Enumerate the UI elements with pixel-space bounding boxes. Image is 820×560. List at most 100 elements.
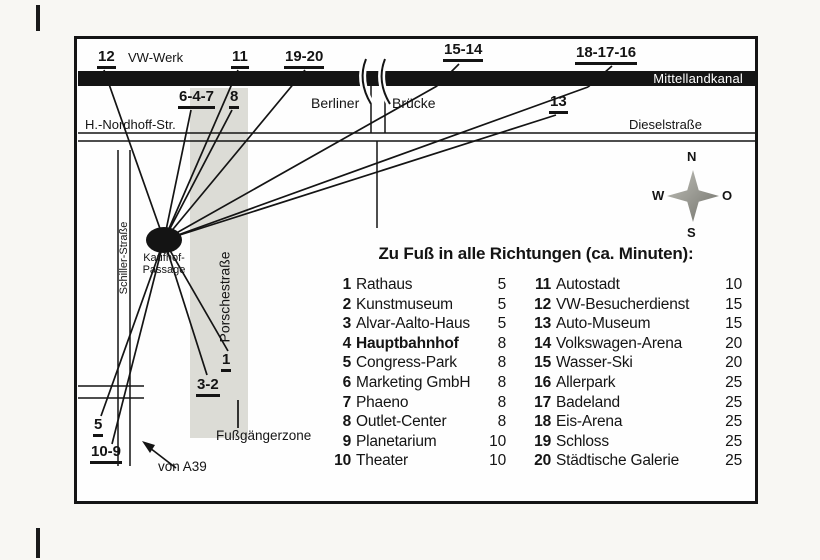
legend-name: Hauptbahnhof (356, 334, 459, 352)
legend-min: 5 (497, 315, 507, 333)
legend-min: 8 (497, 373, 507, 391)
legend-name: Auto-Museum (556, 315, 651, 333)
kaufhof-line2: Passage (142, 264, 186, 276)
marker-15-14: 15-14 (443, 41, 484, 62)
marker-5: 5 (93, 416, 104, 437)
marker-18-17-16: 18-17-16 (575, 44, 638, 65)
legend-name: Badeland (556, 393, 620, 411)
legend-title: Zu Fuß in alle Richtungen (ca. Minuten): (378, 244, 694, 263)
legend-min: 25 (725, 393, 742, 411)
compass-south: S (687, 225, 696, 240)
legend-num: 13 (534, 315, 551, 333)
marker-12: 12 (97, 48, 116, 69)
dieselstrasse-label: Dieselstraße (629, 117, 702, 132)
kaufhof-line1: Kaufhof- (143, 252, 185, 264)
nordhoff-str-label: H.-Nordhoff-Str. (85, 117, 176, 132)
legend-name: Planetarium (356, 432, 437, 450)
scan-artifact-top (36, 5, 40, 31)
legend-name: Marketing GmbH (356, 373, 471, 391)
legend-num: 15 (534, 354, 551, 372)
legend-num: 4 (342, 334, 352, 352)
legend-min: 5 (497, 295, 507, 313)
legend-name: VW-Besucherdienst (556, 295, 690, 313)
legend-min: 10 (725, 276, 742, 293)
compass-north: N (687, 149, 697, 164)
legend-name: Schloss (556, 432, 609, 450)
legend-num: 12 (534, 295, 551, 313)
legend-min: 25 (725, 413, 742, 431)
legend-name: Autostadt (556, 276, 620, 293)
legend-min: 25 (725, 432, 742, 450)
mittellandkanal-bar: Mittellandkanal (78, 71, 755, 86)
legend-name: Allerpark (556, 373, 616, 391)
legend-min: 25 (725, 452, 742, 470)
legend-num: 10 (334, 452, 351, 470)
legend-num: 17 (534, 393, 551, 411)
legend-min: 10 (489, 432, 506, 450)
legend-min: 8 (497, 413, 507, 431)
legend-num: 7 (342, 393, 352, 411)
legend-num: 18 (534, 413, 551, 431)
legend-min: 25 (725, 373, 742, 391)
legend-num: 8 (342, 413, 352, 431)
marker-8: 8 (229, 88, 240, 109)
legend-min: 15 (725, 315, 742, 333)
legend-row: 17 Badeland 25 (530, 393, 742, 413)
marker-11: 11 (231, 48, 249, 69)
legend-min: 20 (725, 354, 742, 372)
fussgaengerzone-label: Fußgängerzone (216, 428, 312, 443)
marker-19-20: 19-20 (284, 48, 325, 69)
marker-1: 1 (221, 351, 232, 372)
legend-min: 5 (497, 276, 507, 293)
legend-min: 20 (725, 334, 742, 352)
berliner-label: Berliner (311, 95, 360, 111)
compass-east: O (722, 188, 733, 203)
scan-artifact-bottom (36, 528, 40, 558)
vw-werk-label: VW-Werk (128, 50, 184, 65)
legend-num: 20 (534, 452, 551, 470)
legend-name: Kunstmuseum (356, 295, 453, 313)
legend-num: 3 (342, 315, 352, 333)
legend-name: Eis-Arena (556, 413, 623, 431)
von-a39-label: von A39 (158, 459, 207, 474)
legend-name: Städtische Galerie (556, 452, 680, 470)
legend-row: 18 Eis-Arena 25 (530, 412, 742, 432)
legend-min: 8 (497, 354, 507, 372)
legend-min: 15 (725, 295, 742, 313)
legend-name: Wasser-Ski (556, 354, 633, 372)
legend-num: 16 (534, 373, 551, 391)
legend-row: 16 Allerpark 25 (530, 373, 742, 393)
legend-name: Rathaus (356, 276, 413, 293)
legend-row: 20 Städtische Galerie 25 (530, 451, 742, 471)
legend-num: 5 (342, 354, 352, 372)
marker-10-9: 10-9 (90, 443, 123, 464)
legend-num: 9 (342, 432, 352, 450)
bruecke-label: Brücke (392, 95, 436, 111)
legend-row: 12 VW-Besucherdienst 15 (530, 295, 742, 315)
compass-west: W (652, 188, 665, 203)
walking-distance-legend: Zu Fuß in alle Richtungen (ca. Minuten):… (330, 244, 742, 471)
marker-13: 13 (549, 93, 568, 114)
legend-name: Volkswagen-Arena (556, 334, 683, 352)
porschestrasse-label: Porschestraße (216, 251, 233, 343)
legend-min: 8 (497, 334, 507, 352)
schiller-strasse-label: Schiller-Straße (117, 221, 130, 295)
legend-name: Alvar-Aalto-Haus (356, 315, 470, 333)
legend-name: Phaeno (356, 393, 409, 411)
